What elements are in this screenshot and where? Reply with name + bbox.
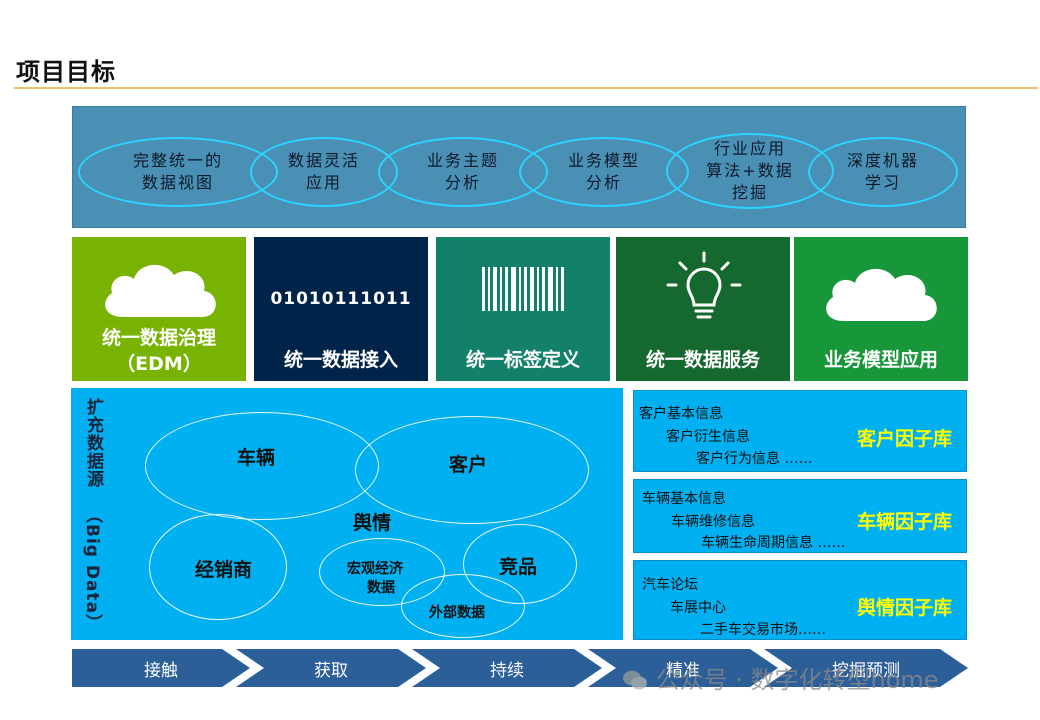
goal-label: 完整统一的: [132, 151, 223, 170]
tile-label: 统一数据治理: [101, 327, 216, 349]
bigdata-title: 扩充数据源: [83, 398, 103, 488]
cloud-icon: [826, 268, 937, 321]
tile-label: 统一数据接入: [283, 349, 398, 371]
circle-macro: [319, 538, 445, 606]
goal-label: 挖掘: [731, 183, 768, 202]
stage-retain: 持续: [412, 649, 602, 687]
library-item: 客户基本信息: [639, 406, 723, 422]
library-item: 车辆基本信息: [642, 491, 726, 507]
tile-sublabel: （EDM）: [116, 353, 202, 375]
barcode-icon: [482, 267, 564, 311]
sentiment-factor-library: 汽车论坛 车展中心 二手车交易市场…… 舆情因子库: [633, 560, 967, 640]
goal-unified-view: 完整统一的数据视图: [78, 137, 278, 207]
goal-label: 应用: [305, 173, 342, 192]
goal-label: 业务模型: [567, 151, 640, 170]
library-item: 客户行为信息 ……: [696, 451, 813, 467]
stage-label: 持续: [490, 660, 524, 681]
library-name: 客户因子库: [856, 428, 952, 450]
vehicle-factor-library: 车辆基本信息 车辆维修信息 车辆生命周期信息 …… 车辆因子库: [633, 479, 967, 553]
tile-data-access: 01010111011 统一数据接入: [254, 237, 428, 381]
tile-data-governance: 统一数据治理 （EDM）: [72, 237, 246, 381]
tile-data-service: 统一数据服务: [616, 237, 790, 381]
bigdata-subtitle: （Big Data）: [82, 506, 102, 633]
goal-flexible-use: 数据灵活应用: [250, 137, 398, 207]
goal-label: 算法+数据: [706, 161, 794, 180]
stage-label: 接触: [144, 660, 178, 681]
circle-dealer: [149, 514, 287, 620]
circle-label: 客户: [449, 454, 488, 476]
goal-model-analysis: 业务模型分析: [519, 137, 689, 207]
library-item: 二手车交易市场……: [700, 622, 826, 638]
tile-tag-definition: 统一标签定义: [436, 237, 610, 381]
goals-band: 完整统一的数据视图 数据灵活应用 业务主题分析 业务模型分析 行业应用算法+数据…: [72, 106, 966, 228]
goal-label: 学习: [864, 173, 901, 192]
goal-label: 行业应用: [713, 139, 786, 158]
library-item: 车辆维修信息: [671, 514, 755, 530]
library-item: 车辆生命周期信息 ……: [701, 535, 846, 551]
stage-label: 获取: [314, 660, 348, 681]
goal-label: 业务主题: [426, 151, 499, 170]
goal-deep-learning: 深度机器学习: [808, 137, 958, 207]
circle-label: 外部数据: [429, 605, 485, 621]
title-divider: [14, 87, 1038, 89]
circle-label: 经销商: [195, 559, 253, 581]
circle-label: 车辆: [237, 447, 276, 469]
customer-factor-library: 客户基本信息 客户衍生信息 客户行为信息 …… 客户因子库: [633, 390, 967, 472]
tile-model-application: 业务模型应用: [794, 237, 968, 381]
library-name: 车辆因子库: [856, 511, 952, 533]
stage-contact: 接触: [72, 649, 250, 687]
wechat-icon: [623, 670, 647, 690]
tile-label: 统一标签定义: [465, 349, 580, 371]
stage-label: 精准: [666, 660, 700, 681]
stage-precise: 精准: [588, 649, 778, 687]
goal-topic-analysis: 业务主题分析: [378, 137, 548, 207]
sentiment-label: 舆情: [353, 512, 392, 534]
circle-label: 竞品: [499, 556, 538, 578]
stage-label: 挖掘预测: [832, 660, 900, 681]
tile-label: 统一数据服务: [645, 349, 760, 371]
circle-label: 宏观经济: [347, 561, 403, 577]
goal-label: 分析: [444, 173, 481, 192]
stage-acquire: 获取: [236, 649, 426, 687]
tile-label: 业务模型应用: [823, 349, 938, 371]
goal-label: 分析: [585, 173, 622, 192]
watermark: 公众号 · 数字化转型home: [622, 660, 939, 695]
circle-label: 数据: [367, 580, 395, 596]
cloud-icon: [105, 264, 216, 317]
library-name: 舆情因子库: [856, 597, 952, 619]
goal-label: 数据视图: [141, 173, 214, 192]
goal-label: 数据灵活: [287, 151, 360, 170]
circle-external: [401, 574, 525, 638]
library-item: 汽车论坛: [642, 577, 698, 593]
library-item: 客户衍生信息: [666, 429, 750, 445]
lightbulb-icon: [666, 251, 742, 319]
circle-customer: [355, 416, 589, 524]
stage-mining-prediction: 挖掘预测: [764, 649, 968, 687]
goal-label: 深度机器: [846, 151, 919, 170]
page-title: 项目目标: [16, 58, 116, 86]
binary-icon: 01010111011: [270, 289, 412, 309]
watermark-text: 公众号 · 数字化转型home: [655, 666, 939, 694]
bigdata-panel: 扩充数据源 （Big Data） 车辆 客户 舆情 经销商 竞品 宏观经济 数据…: [71, 388, 623, 640]
library-item: 车展中心: [670, 600, 726, 616]
